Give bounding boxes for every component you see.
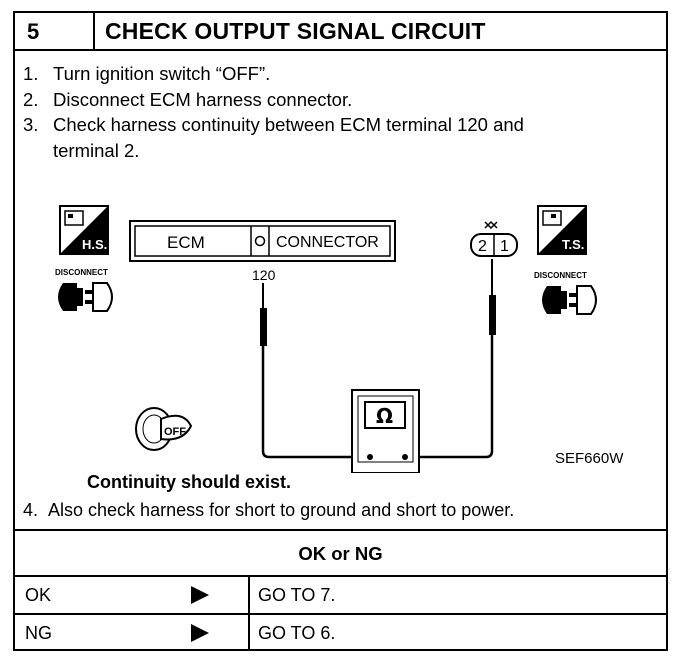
instruction-item: 2. Disconnect ECM harness connector. (23, 87, 653, 113)
step-number: 5 (15, 13, 95, 49)
disconnect-label-right: DISCONNECT (534, 271, 587, 280)
pin-1-label: 1 (500, 238, 509, 255)
pin-connector: 2 1 (470, 220, 518, 257)
instruction-item: terminal 2. (23, 138, 653, 164)
pin-2-label: 2 (478, 238, 487, 255)
instruction-item: 4. Also check harness for short to ground… (23, 500, 514, 521)
instruction-text: terminal 2. (53, 139, 140, 161)
instruction-item: 3. Check harness continuity between ECM … (23, 112, 653, 138)
harness-side-badge: H.S. (59, 205, 109, 255)
ts-label: T.S. (562, 237, 584, 252)
result-label: NG (25, 623, 52, 643)
arrow-right-icon (191, 586, 209, 604)
ohm-symbol: Ω (376, 404, 393, 428)
continuity-note: Continuity should exist. (87, 472, 292, 492)
test-probe-left (260, 283, 267, 346)
instruction-list: 1. Turn ignition switch “OFF”. 2. Discon… (23, 61, 653, 163)
column-divider (248, 577, 250, 613)
instruction-text: Disconnect ECM harness connector. (53, 88, 353, 110)
instruction-number: 3. (23, 114, 39, 135)
terminal-side-badge: T.S. (537, 205, 587, 255)
disconnect-label-left: DISCONNECT (55, 268, 108, 277)
figure-code: SEF660W (555, 450, 624, 467)
key-off-label: OFF (164, 426, 186, 438)
test-probe-right (489, 259, 496, 335)
ecm-connector: ECM CONNECTOR (129, 220, 396, 262)
instruction-item: 1. Turn ignition switch “OFF”. (23, 61, 653, 87)
connector-icon (64, 210, 84, 226)
diagnostic-step-card: 5 CHECK OUTPUT SIGNAL CIRCUIT 1. Turn ig… (13, 11, 668, 651)
instruction-text: Also check harness for short to ground a… (48, 500, 515, 520)
instruction-number: 1. (23, 63, 39, 84)
result-header: OK or NG (15, 529, 666, 575)
ecm-label: ECM (167, 233, 205, 252)
ohmmeter-icon: Ω (351, 389, 420, 473)
test-diagram: H.S. DISCONNECT ECM CONNECTOR 120 (55, 205, 624, 473)
connector-label: CONNECTOR (276, 234, 379, 251)
terminal-120-label: 120 (252, 267, 276, 283)
instruction-number: 4. (23, 500, 39, 520)
disconnect-connector-icon (542, 285, 597, 315)
hs-label: H.S. (82, 237, 107, 252)
instruction-number: 2. (23, 88, 39, 110)
disconnect-connector-icon (58, 282, 113, 312)
arrow-right-icon (191, 624, 209, 642)
result-row-ok: OK GO TO 7. (15, 575, 666, 613)
step-header: 5 CHECK OUTPUT SIGNAL CIRCUIT (15, 13, 666, 51)
step-title: CHECK OUTPUT SIGNAL CIRCUIT (105, 18, 486, 44)
result-label: OK (25, 585, 52, 605)
result-action: GO TO 6. (258, 623, 336, 643)
test-lead-left (261, 346, 370, 459)
column-divider (248, 615, 250, 651)
instruction-text: Check harness continuity between ECM ter… (53, 114, 524, 135)
result-row-ng: NG GO TO 6. (15, 613, 666, 651)
instruction-text: Turn ignition switch “OFF”. (53, 63, 271, 84)
ignition-key-icon: OFF (135, 407, 193, 451)
test-lead-right (405, 335, 494, 459)
result-action: GO TO 7. (258, 585, 336, 605)
